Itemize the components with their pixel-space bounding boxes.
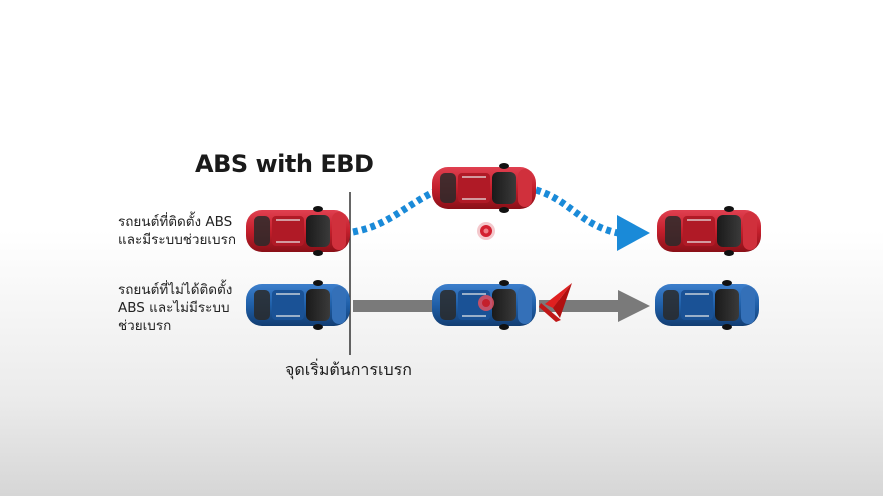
evasive-path-left bbox=[352, 186, 440, 236]
obstacle-target-icon bbox=[477, 222, 495, 240]
label-line: และมีระบบช่วยเบรก bbox=[118, 232, 237, 248]
label-with-abs: รถยนต์ที่ติดตั้ง ABS และมีระบบช่วยเบรก bbox=[118, 213, 236, 249]
evasive-path-right bbox=[534, 186, 619, 237]
evasive-arrowhead bbox=[617, 215, 650, 251]
warning-cone-icon bbox=[539, 283, 572, 322]
label-line: ช่วยเบรก bbox=[118, 318, 172, 334]
blue-car-start bbox=[245, 279, 351, 331]
diagram-title: ABS with EBD bbox=[195, 150, 374, 178]
braking-start-caption: จุดเริ่มต้นการเบรก bbox=[285, 360, 412, 379]
straight-path-left bbox=[353, 300, 435, 312]
straight-arrowhead bbox=[618, 290, 650, 322]
collision-marker-icon bbox=[478, 295, 494, 311]
red-car-start bbox=[245, 205, 351, 257]
label-without-abs: รถยนต์ที่ไม่ได้ติดตั้ง ABS และไม่มีระบบ … bbox=[118, 281, 232, 335]
red-car-end bbox=[656, 205, 762, 257]
label-line: รถยนต์ที่ติดตั้ง ABS bbox=[118, 214, 233, 230]
red-car-swerving bbox=[431, 162, 537, 214]
blue-car-end bbox=[654, 279, 760, 331]
label-line: ABS และไม่มีระบบ bbox=[118, 300, 230, 316]
label-line: รถยนต์ที่ไม่ได้ติดตั้ง bbox=[118, 282, 233, 298]
